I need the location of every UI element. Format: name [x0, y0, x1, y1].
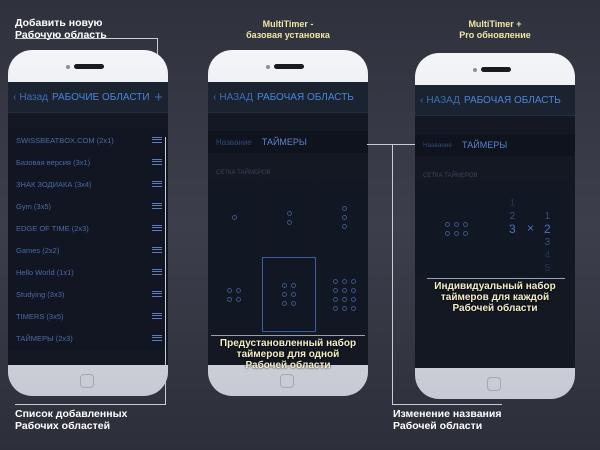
- chevron-left-icon: ‹: [420, 94, 424, 106]
- workspace-list: SWISSBEATBOX.COM (2x1) Базовая версия (3x…: [8, 129, 168, 350]
- workspace-name: TIMERS (3x5): [16, 311, 64, 321]
- layout-option-3x4[interactable]: [318, 257, 368, 332]
- workspace-name: ЗНАК ЗОДИАКА (3x4): [16, 179, 92, 189]
- workspace-name: Базовая версия (3x1): [16, 157, 91, 167]
- workspace-list-item[interactable]: TIMERS (3x5): [8, 305, 168, 327]
- reorder-icon[interactable]: [152, 181, 162, 187]
- picker-value[interactable]: 3: [509, 222, 516, 236]
- picker-value[interactable]: 2: [544, 222, 551, 236]
- picker-value[interactable]: 5: [544, 263, 551, 274]
- title-basic: MultiTimer - базовая установка: [246, 19, 330, 40]
- layout-option-2x3[interactable]: [262, 257, 316, 332]
- timer-dots: [231, 215, 237, 220]
- layout-option-2x2[interactable]: [208, 257, 260, 332]
- workspace-name: ТАЙМЕРЫ (2x3): [16, 333, 73, 343]
- grid-label: СЕТКА ТАЙМЕРОВ: [216, 170, 271, 176]
- timer-dots: [282, 283, 296, 306]
- picker-value[interactable]: 1: [509, 198, 516, 209]
- page-title: РАБОЧАЯ ОБЛАСТЬ: [256, 91, 354, 103]
- reorder-icon[interactable]: [152, 159, 162, 165]
- workspace-name: SWISSBEATBOX.COM (2x1): [16, 135, 114, 145]
- chevron-left-icon: ‹: [13, 91, 17, 103]
- workspace-list-item[interactable]: Базовая версия (3x1): [8, 151, 168, 173]
- timer-dots: [227, 287, 241, 302]
- back-button[interactable]: ‹НАЗАД: [420, 94, 460, 106]
- workspace-name: Games (2x2): [16, 245, 60, 255]
- home-button[interactable]: [280, 374, 294, 388]
- reorder-icon[interactable]: [152, 247, 162, 253]
- workspace-list-item[interactable]: SWISSBEATBOX.COM (2x1): [8, 129, 168, 151]
- grid-preview: [444, 221, 468, 236]
- workspace-list-item[interactable]: Games (2x2): [8, 239, 168, 261]
- home-button[interactable]: [487, 377, 501, 391]
- workspace-list-item[interactable]: Gym (3x5): [8, 195, 168, 217]
- picker-value[interactable]: 2: [509, 211, 516, 222]
- timer-dots: [286, 210, 292, 225]
- reorder-icon[interactable]: [152, 313, 162, 319]
- title-pro: MultiTimer + Pro обновление: [459, 19, 531, 40]
- back-button[interactable]: ‹НАЗАД: [213, 91, 253, 103]
- reorder-icon[interactable]: [152, 137, 162, 143]
- workspace-name: EDGE OF TIME (2x3): [16, 223, 89, 233]
- back-button[interactable]: ‹Назад: [13, 91, 48, 103]
- picker-value[interactable]: 3: [544, 237, 551, 248]
- reorder-icon[interactable]: [152, 269, 162, 275]
- layout-option-1x1[interactable]: [208, 180, 260, 255]
- workspace-list-item[interactable]: ТАЙМЕРЫ (2x3): [8, 327, 168, 349]
- workspace-name: Gym (3x5): [16, 201, 52, 211]
- reorder-icon[interactable]: [152, 203, 162, 209]
- home-button[interactable]: [80, 374, 94, 388]
- plus-icon[interactable]: +: [154, 88, 163, 106]
- annotation-list: Список добавленных Рабочих областей: [15, 408, 128, 432]
- reorder-icon[interactable]: [152, 291, 162, 297]
- workspace-name: Studying (3x3): [16, 289, 65, 299]
- caption: Индивидуальный набор таймеров для каждой…: [434, 281, 556, 314]
- layout-option-1x3[interactable]: [318, 180, 368, 255]
- chevron-left-icon: ‹: [213, 91, 217, 103]
- picker-value[interactable]: 1: [544, 211, 551, 222]
- timer-dots: [341, 206, 347, 229]
- workspace-list-item[interactable]: EDGE OF TIME (2x3): [8, 217, 168, 239]
- phone-workspaces: ‹Назад РАБОЧИЕ ОБЛАСТИ + SWISSBEATBOX.CO…: [8, 50, 168, 396]
- grid-label: СЕТКА ТАЙМЕРОВ: [423, 173, 478, 179]
- workspace-list-item[interactable]: Hello World (1x1): [8, 261, 168, 283]
- reorder-icon[interactable]: [152, 335, 162, 341]
- timer-dots: [332, 278, 356, 311]
- workspace-list-item[interactable]: Studying (3x3): [8, 283, 168, 305]
- times-icon: ×: [527, 221, 535, 235]
- caption: Предустановленный набор таймеров для одн…: [219, 338, 357, 371]
- page-title: РАБОЧИЕ ОБЛАСТИ: [52, 91, 150, 103]
- reorder-icon[interactable]: [152, 225, 162, 231]
- workspace-list-item[interactable]: ЗНАК ЗОДИАКА (3x4): [8, 173, 168, 195]
- annotation-rename: Изменение названия Рабочей области: [393, 408, 502, 432]
- picker-value[interactable]: 4: [544, 250, 551, 261]
- page-title: РАБОЧАЯ ОБЛАСТЬ: [463, 94, 561, 106]
- layout-option-1x2[interactable]: [262, 180, 316, 255]
- workspace-name: Hello World (1x1): [16, 267, 74, 277]
